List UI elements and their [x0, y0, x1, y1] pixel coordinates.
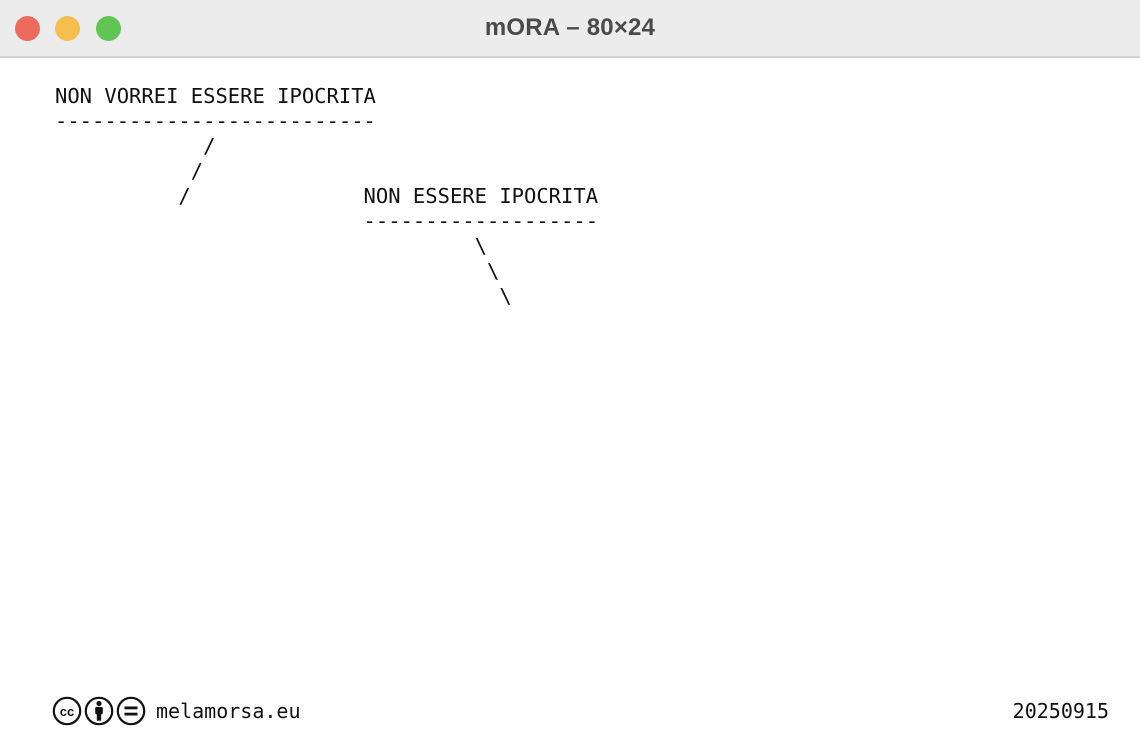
terminal-line: /: [55, 134, 216, 158]
terminal-line: / NON ESSERE IPOCRITA: [55, 184, 599, 208]
svg-text:cc: cc: [60, 704, 74, 719]
date-stamp: 20250915: [1012, 699, 1109, 723]
terminal-line: --------------------------: [55, 109, 376, 133]
terminal-line: -------------------: [55, 209, 599, 233]
terminal-output[interactable]: NON VORREI ESSERE IPOCRITA--------------…: [55, 84, 598, 309]
attribution-icon: [84, 696, 114, 726]
site-name: melamorsa.eu: [156, 699, 301, 723]
terminal-line: \: [55, 234, 487, 258]
window-title: mORA – 80×24: [484, 14, 656, 41]
terminal-line: \: [55, 259, 500, 283]
terminal-line: NON VORREI ESSERE IPOCRITA: [55, 84, 376, 108]
title-bar[interactable]: mORA – 80×24: [0, 0, 1140, 58]
minimize-window-button[interactable]: [55, 16, 80, 41]
close-window-button[interactable]: [15, 16, 40, 41]
creative-commons-icon: cc: [52, 696, 82, 726]
license-footer: cc melamorsa.eu: [52, 694, 301, 728]
zoom-window-button[interactable]: [96, 16, 121, 41]
terminal-line: \: [55, 284, 512, 308]
no-derivatives-icon: [116, 696, 146, 726]
terminal-line: /: [55, 159, 204, 183]
